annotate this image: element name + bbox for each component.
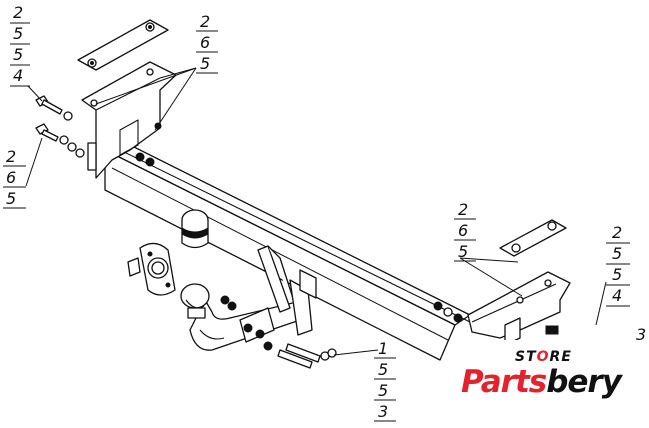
- callout-bottom-bolts: 1 5 5 3: [374, 339, 396, 422]
- callout-value: 2: [13, 3, 23, 22]
- callout-value: 5: [6, 189, 16, 208]
- right-bracket: [467, 271, 571, 346]
- tow-arm: [180, 283, 306, 351]
- lower-fasteners: [220, 295, 273, 351]
- support-frame: [239, 245, 317, 343]
- callout-value: 6: [200, 33, 210, 52]
- callout-right-plate: 2 6 5: [454, 200, 476, 262]
- callout-top-left-bolt: 2 5 5 4: [10, 3, 30, 87]
- crossbar-beam: [104, 139, 471, 361]
- callout-value: 2: [458, 200, 468, 219]
- left-spacer: [87, 142, 97, 171]
- callout-value: 3: [378, 402, 388, 421]
- partsbery-watermark: STORE Partsbery: [455, 340, 649, 428]
- top-plate: [77, 19, 169, 71]
- callout-value: 6: [6, 168, 16, 187]
- callout-value: 5: [200, 54, 210, 73]
- callout-left-bolt: 2 6 5: [3, 147, 26, 209]
- cut-off-label: 3: [636, 325, 646, 344]
- leader-lines: [25, 67, 607, 356]
- bottom-bolts: [277, 343, 337, 369]
- callout-value: 2: [200, 12, 210, 31]
- callout-value: 1: [378, 339, 388, 358]
- left-bolt: [35, 123, 85, 158]
- callout-value: 2: [6, 147, 16, 166]
- callout-value: 4: [13, 66, 23, 85]
- callout-value: 2: [612, 223, 622, 242]
- left-bracket: [81, 61, 177, 179]
- callout-value: 5: [378, 360, 388, 379]
- right-nuts: [433, 301, 559, 335]
- callout-right-bracket: 2 5 5 4: [606, 223, 630, 307]
- callout-value: 6: [458, 221, 468, 240]
- callout-value: 5: [612, 265, 622, 284]
- callout-value: 5: [13, 45, 23, 64]
- watermark-brand-name: Partsbery: [461, 364, 622, 400]
- ball-cap: [181, 209, 209, 249]
- top-left-bolt: [35, 95, 73, 121]
- callout-value: 5: [612, 244, 622, 263]
- callout-top-plate: 2 6 5: [196, 12, 218, 74]
- callout-value: 5: [13, 24, 23, 43]
- right-plate: [499, 219, 567, 257]
- callout-value: 5: [458, 242, 468, 261]
- watermark-store-text: STORE: [515, 349, 572, 365]
- socket-plate: [127, 242, 176, 296]
- callout-value: 5: [378, 381, 388, 400]
- callout-value: 4: [612, 286, 622, 305]
